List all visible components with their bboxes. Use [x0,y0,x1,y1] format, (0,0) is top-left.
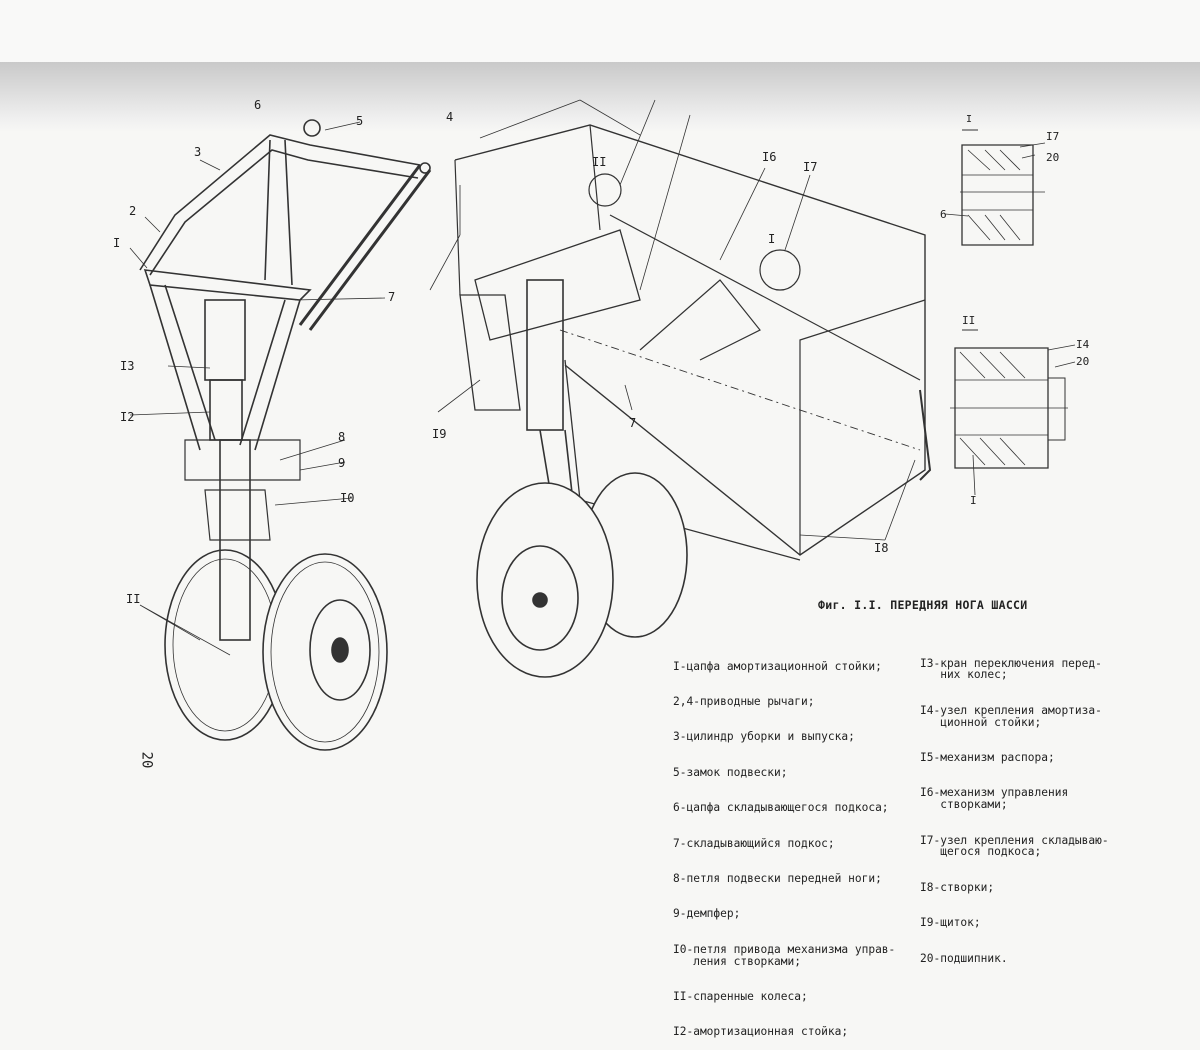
legend-left: I-цапфа амортизационной стойки; 2,4-прив… [673,637,895,1050]
callout-label: I0 [340,491,355,505]
legend-item: I-цапфа амортизационной стойки; [673,659,882,673]
detail-label: I4 [1076,338,1090,351]
callout-label: I9 [432,427,447,441]
callout-label: 8 [338,430,346,444]
callout-label: II [126,592,141,606]
legend-item: 6-цапфа складывающегося подкоса; [673,801,889,815]
legend-item: 3-цилиндр уборки и выпуска; [673,730,855,744]
page-number: 20 [138,751,155,769]
detail-label: 20 [1076,355,1090,368]
callout-label: II [592,155,607,169]
legend-item: I8-створки; [920,880,995,894]
legend-item: 5-замок подвески; [673,765,788,779]
detail-view-2 [950,329,1076,496]
callout-label: I [113,236,121,250]
legend-item: 2,4-приводные рычаги; [673,694,815,708]
right-gear-view [454,99,932,678]
legend-item: I0-петля привода механизма управ- ления … [673,942,896,968]
page-top-margin [0,0,1200,62]
callout-label: 7 [388,290,396,304]
legend-right: I3-кран переключения перед- них колес; I… [920,634,1109,976]
legend-item: I7-узел крепления складываю- щегося подк… [920,833,1109,859]
legend-item: II-спаренные колеса; [673,989,808,1003]
callout-label: 2 [129,204,137,218]
callout-label: 7 [629,416,637,430]
callout-label: I8 [874,541,889,555]
legend-item: 9-демпфер; [673,907,741,921]
legend-item: I5-механизм распора; [920,750,1055,764]
detail-view-title: I [966,114,973,125]
detail-label: 20 [1046,151,1060,164]
callout-label: I3 [120,359,135,373]
callout-label: I7 [803,160,818,174]
callout-label: I [768,232,776,246]
callout-label: I2 [120,410,135,424]
legend-item: I2-амортизационная стойка; [673,1025,849,1039]
figure-title: Фиг. I.I. ПЕРЕДНЯЯ НОГА ШАССИ [818,598,1028,612]
callout-label: I6 [762,150,777,164]
legend-item: I4-узел крепления амортиза- ционной стой… [920,703,1102,729]
legend-item: I6-механизм управления створками; [920,786,1069,812]
detail-view-title: II [962,314,976,327]
legend-item: 7-складывающийся подкос; [673,836,835,850]
callout-label: 6 [254,98,262,112]
callout-label: 3 [194,145,202,159]
callout-label: 9 [338,456,346,470]
detail-view-1 [944,129,1046,246]
callout-label: 5 [356,114,364,128]
legend-item: I9-щиток; [920,916,981,930]
legend-item: 20-подшипник. [920,951,1008,965]
scan-shadow-band [0,62,1200,132]
detail-label: I7 [1046,130,1060,143]
left-gear-view [129,119,481,751]
detail-label: I [970,494,977,507]
detail-label: 6 [940,208,947,221]
legend-item: I3-кран переключения перед- них колес; [920,656,1102,682]
callout-label: 4 [446,110,454,124]
legend-item: 8-петля подвески передней ноги; [673,871,882,885]
landing-gear-drawing [129,99,1076,751]
